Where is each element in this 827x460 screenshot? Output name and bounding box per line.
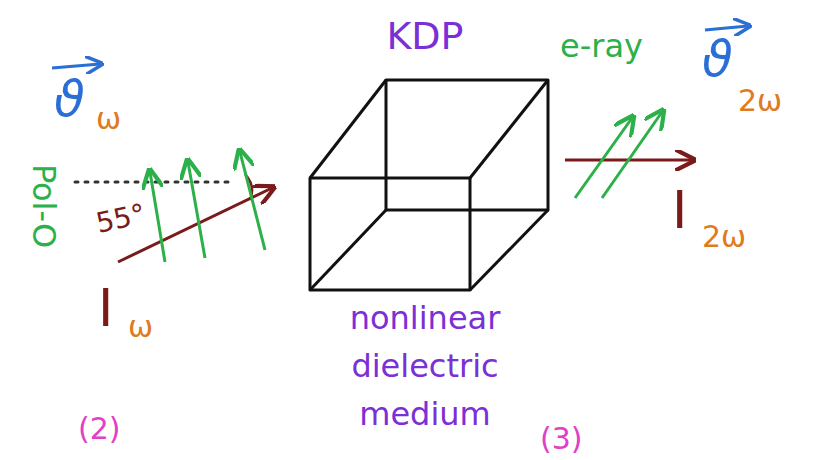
ray-label: e-ray xyxy=(560,30,643,62)
crystal-name: KDP xyxy=(280,8,570,65)
subscript: ω xyxy=(96,104,121,134)
angle-label: 55° xyxy=(94,200,148,238)
medium-description: nonlinear dielectric medium xyxy=(310,294,540,438)
o-polarization-arrows xyxy=(150,152,265,262)
crystal-cube xyxy=(310,80,548,290)
intensity-symbol: I xyxy=(98,282,113,334)
e-polarization-arrows xyxy=(575,112,662,198)
vector-symbol: ϑ xyxy=(702,34,733,84)
vector-arrow xyxy=(52,64,100,68)
vector-symbol: ϑ xyxy=(54,74,85,124)
subscript: 2ω xyxy=(738,86,782,116)
intensity-symbol: I xyxy=(672,184,687,236)
subscript: ω xyxy=(128,312,153,342)
crystal-node: KDP nonlinear dielectric medium xyxy=(280,8,570,454)
callout-number: (2) xyxy=(78,414,121,444)
callout-number: (3) xyxy=(540,424,583,454)
subscript: 2ω xyxy=(702,222,746,252)
polarization-label: Pol-O xyxy=(28,164,60,248)
vector-arrow xyxy=(705,26,748,30)
